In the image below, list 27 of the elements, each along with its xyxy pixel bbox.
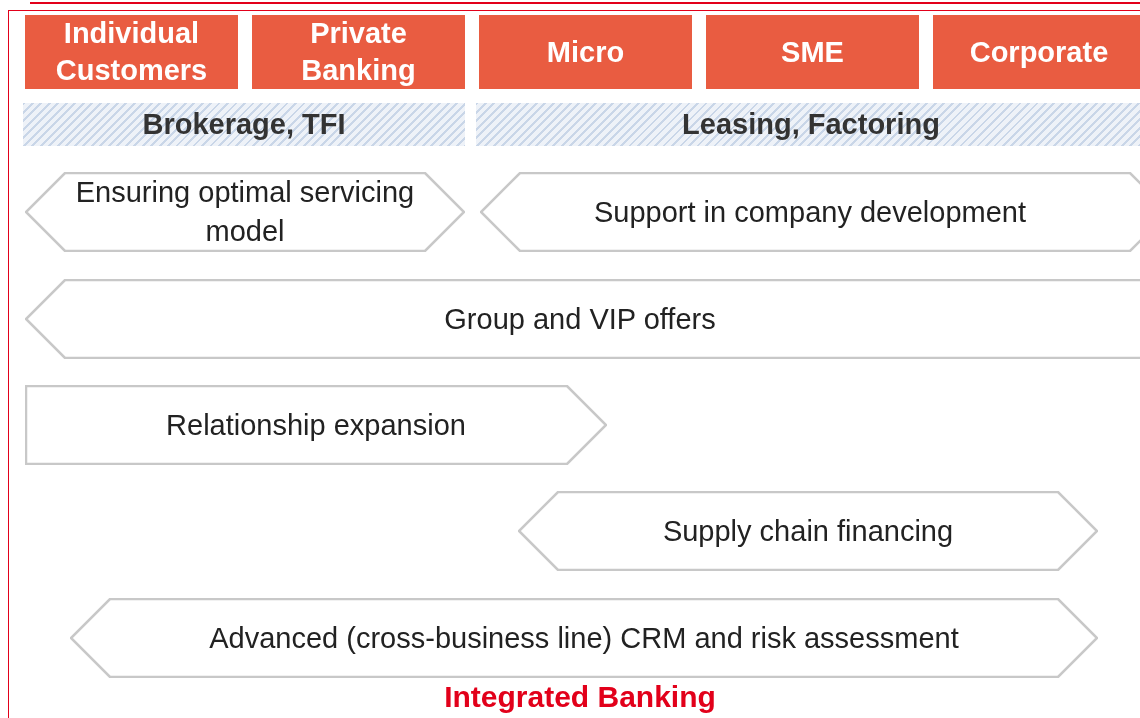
benefit-text: Ensuring optimal servicing model <box>74 175 416 249</box>
segment-header <box>706 15 919 89</box>
benefit-text: Relationship expansion <box>165 407 467 443</box>
footer-heading: Integrated Banking <box>443 680 717 714</box>
chevron-band <box>518 491 1098 571</box>
segment-header <box>25 15 238 89</box>
segment-name: Micro <box>546 34 625 70</box>
benefit-text: Supply chain financing <box>661 513 955 549</box>
segment-name: Private Banking <box>300 16 417 88</box>
benefit-text: Group and VIP offers <box>443 301 717 337</box>
product-band <box>23 103 465 146</box>
segment-header <box>252 15 465 89</box>
product-name: Brokerage, TFI <box>142 108 346 141</box>
benefit-text: Advanced (cross-business line) CRM and risk assessment <box>208 620 960 656</box>
segment-name: Corporate <box>969 34 1109 70</box>
product-name: Leasing, Factoring <box>682 108 940 141</box>
chevron-band <box>25 172 465 252</box>
product-band <box>476 103 1140 146</box>
chevron-band <box>25 385 607 465</box>
segment-name: SME <box>781 34 844 70</box>
chevron-band <box>480 172 1140 252</box>
segment-header <box>933 15 1140 89</box>
chevron-band <box>25 279 1140 359</box>
segment-name: Individual Customers <box>54 16 209 88</box>
chevron-band <box>70 598 1098 678</box>
segment-header <box>479 15 692 89</box>
benefit-text: Support in company development <box>592 194 1027 230</box>
